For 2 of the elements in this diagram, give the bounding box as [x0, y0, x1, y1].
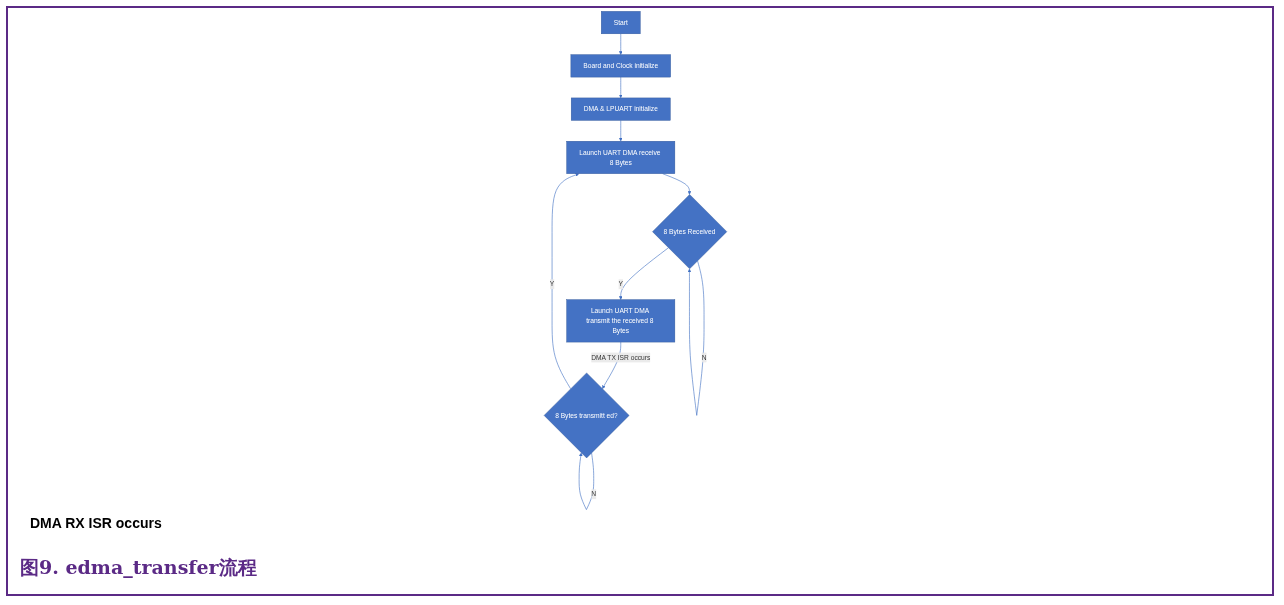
note-text: DMA RX ISR occurs: [30, 515, 162, 531]
figure-caption: 图9. edma_transfer流程: [20, 555, 257, 580]
